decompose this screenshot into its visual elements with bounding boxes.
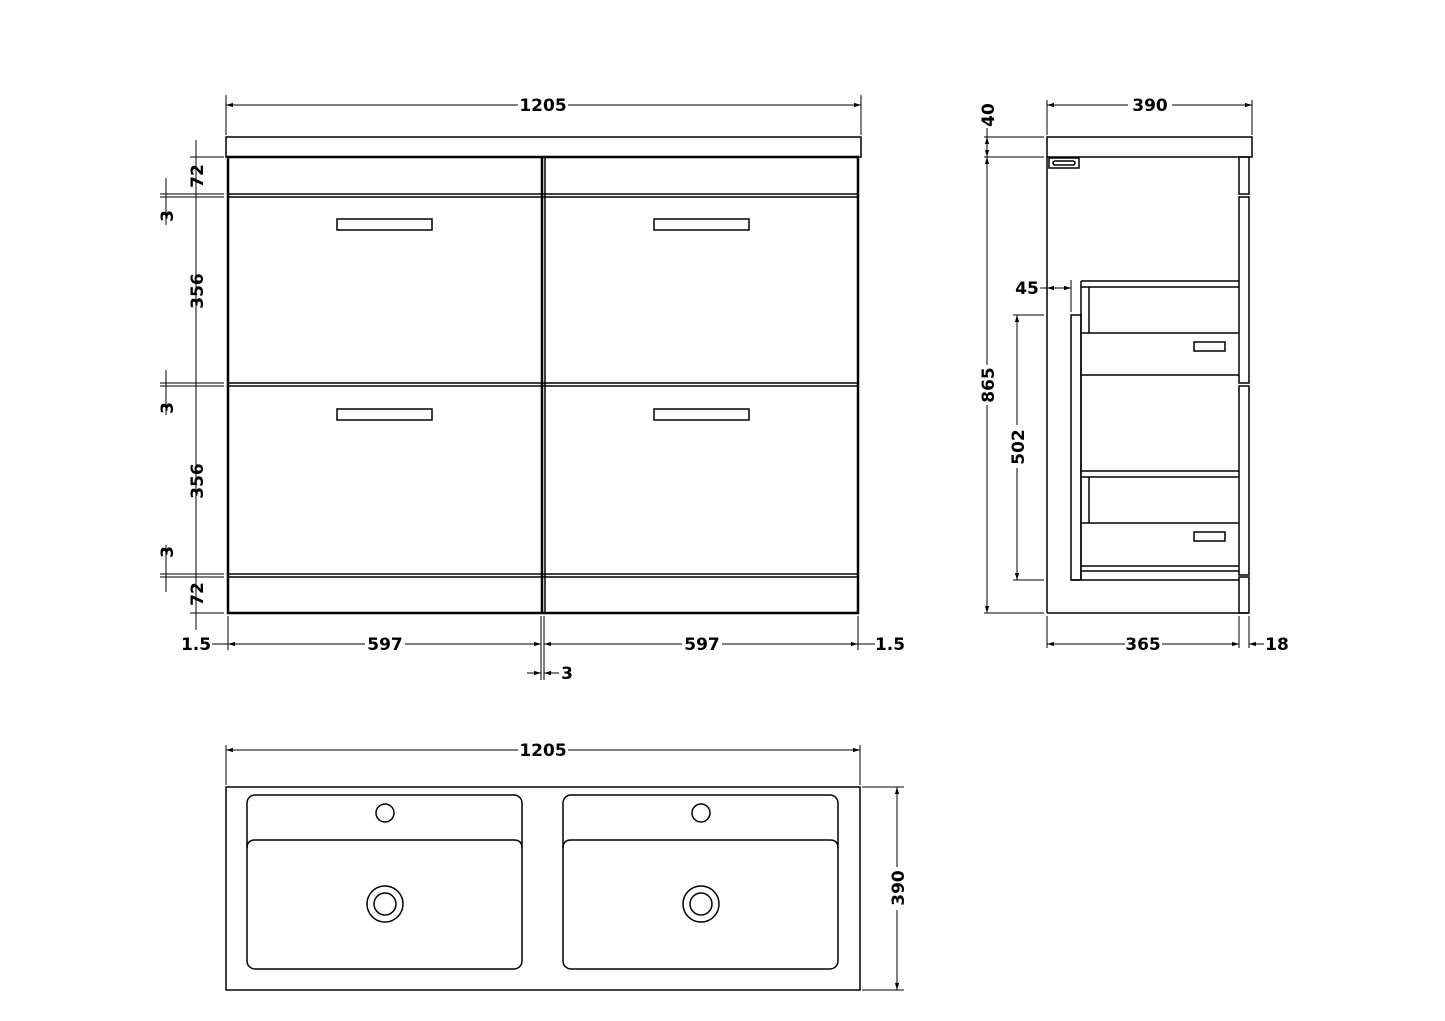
plan-depth-label: 390 bbox=[889, 870, 909, 906]
tap-hole-icon bbox=[375, 803, 395, 823]
side-handle-icon bbox=[1193, 531, 1226, 542]
drawer-lower-label: 356 bbox=[188, 463, 208, 499]
gap-middle-label: 3 bbox=[158, 402, 178, 414]
left-door-width-label: 597 bbox=[367, 635, 403, 655]
side-view: 390 40 865 45 502 365 18 bbox=[979, 96, 1289, 655]
plan-view: 1205 390 bbox=[225, 741, 909, 991]
tap-hole-icon bbox=[691, 803, 711, 823]
gap-top-label: 3 bbox=[158, 210, 178, 222]
drawer-handle-icon bbox=[653, 408, 750, 421]
left-basin bbox=[246, 794, 523, 970]
drawer-upper-label: 356 bbox=[188, 273, 208, 309]
plan-width-label: 1205 bbox=[519, 741, 566, 761]
side-worktop bbox=[1046, 136, 1253, 158]
overflow-icon bbox=[1048, 157, 1080, 169]
front-width-label: 1205 bbox=[519, 96, 566, 116]
drawer-offset-label: 45 bbox=[1015, 279, 1039, 299]
right-basin bbox=[562, 794, 839, 970]
side-handle-icon bbox=[1193, 341, 1226, 352]
right-margin-label: 1.5 bbox=[875, 635, 905, 655]
drawer-stack-label: 502 bbox=[1009, 429, 1029, 465]
door-thickness-label: 18 bbox=[1265, 635, 1289, 655]
drawer-handle-icon bbox=[336, 408, 433, 421]
side-depth-label: 390 bbox=[1132, 96, 1168, 116]
plinth-bottom-label: 72 bbox=[188, 582, 208, 606]
front-view: 1205 72 3 356 3 356 3 72 1.5 bbox=[158, 95, 905, 684]
gap-bottom-label: 3 bbox=[158, 546, 178, 558]
carcass-depth-label: 365 bbox=[1125, 635, 1161, 655]
drawer-handle-icon bbox=[653, 218, 750, 231]
centre-gap-label: 3 bbox=[561, 664, 573, 684]
worktop bbox=[225, 136, 862, 158]
right-door-width-label: 597 bbox=[684, 635, 720, 655]
left-margin-label: 1.5 bbox=[181, 635, 211, 655]
top-thickness-label: 40 bbox=[979, 103, 999, 127]
overall-height-label: 865 bbox=[979, 367, 999, 403]
drawer-handle-icon bbox=[336, 218, 433, 231]
plinth-top-label: 72 bbox=[188, 164, 208, 188]
waste-icon bbox=[682, 885, 720, 923]
basin-top bbox=[225, 786, 861, 991]
waste-icon bbox=[366, 885, 404, 923]
